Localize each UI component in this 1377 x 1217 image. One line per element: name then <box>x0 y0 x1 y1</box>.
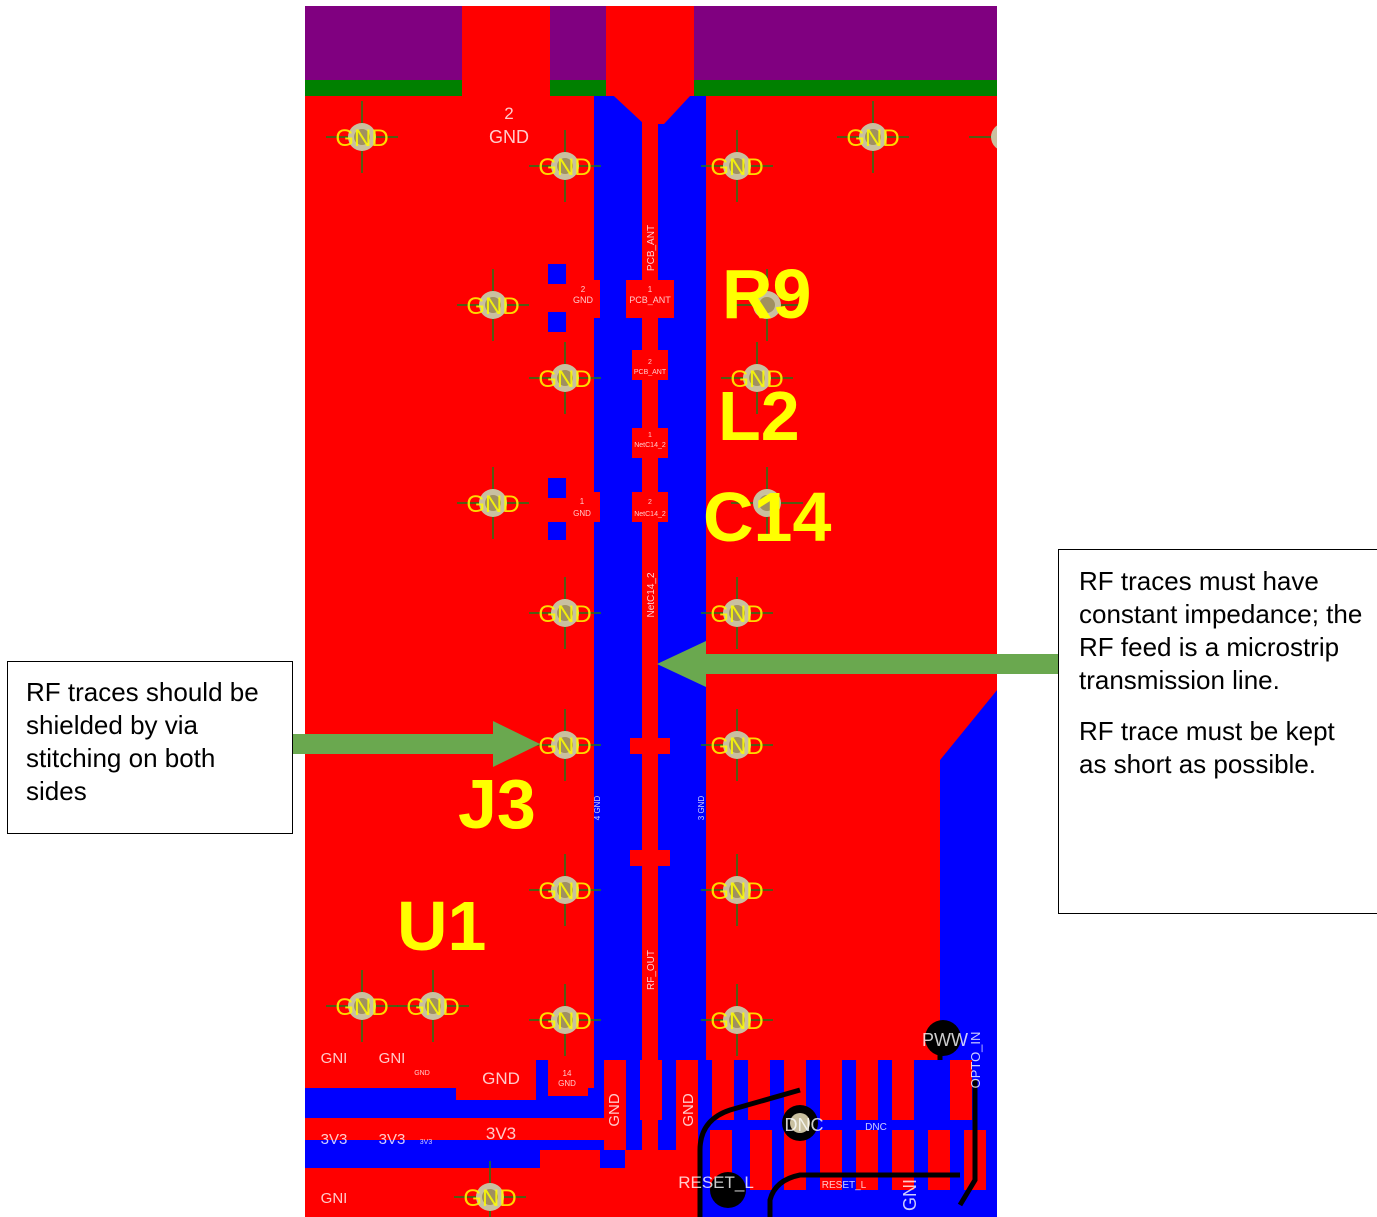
designator-l2: L2 <box>718 377 800 455</box>
via-pwr <box>925 1020 961 1056</box>
pour-label: GND <box>606 1093 623 1127</box>
pad-net: GNI <box>321 1050 348 1067</box>
via-label: GND <box>463 1185 516 1212</box>
arrow-left-shaft <box>293 734 496 754</box>
component-pads <box>562 280 674 866</box>
callout-text: RF traces must have constant impedance; … <box>1079 566 1363 695</box>
pad-number: 1 <box>648 285 653 294</box>
pad-net: PWW <box>922 1030 968 1050</box>
pad-number: 14 <box>563 1069 572 1078</box>
arrow-right-shaft <box>705 654 1058 674</box>
callout-via-stitching: RF traces should be shielded by via stit… <box>7 661 293 834</box>
pad-number: 2 <box>504 104 513 123</box>
pad-net: NetC14_2 <box>634 442 666 449</box>
via-label: GND <box>538 601 591 628</box>
pad-net: NetC14_2 <box>634 511 666 518</box>
via-label: GND <box>538 154 591 181</box>
via-label: GND <box>538 878 591 905</box>
callout-arrows <box>293 641 1058 767</box>
via-label: GND <box>538 733 591 760</box>
antenna-pad-feed <box>606 6 694 96</box>
via-label: GND <box>466 491 519 518</box>
pour-label: 3V3 <box>486 1124 516 1143</box>
pad-net: GND <box>558 1079 576 1088</box>
via-label: GND <box>710 601 763 628</box>
pour-label: GND <box>680 1093 697 1127</box>
pad-net: DNC <box>865 1122 887 1133</box>
signal-tracks <box>697 1035 978 1217</box>
pad-number: 2 <box>648 499 652 506</box>
via-label: GND <box>335 994 388 1021</box>
via-label: GND <box>538 366 591 393</box>
callout-text: RF traces should be shielded by via stit… <box>26 677 259 806</box>
designator-c14: C14 <box>703 478 831 556</box>
antenna-pad-gnd <box>462 6 550 98</box>
pad-net: 4 GND <box>593 796 602 821</box>
via-label: GND <box>538 1008 591 1035</box>
pad-net: PCB_ANT <box>634 369 667 376</box>
pad-net: GND <box>414 1070 430 1077</box>
pad-net: NetC14_2 <box>646 572 657 617</box>
pad-net: OPTO_IN <box>968 1032 983 1089</box>
designator-u1: U1 <box>397 887 486 965</box>
via-label: GND <box>466 293 519 320</box>
pad-net: 3V3 <box>420 1139 433 1146</box>
pour-label: GND <box>482 1069 520 1088</box>
via-label: GND <box>710 878 763 905</box>
pad-net: RESET_L <box>822 1180 867 1191</box>
pad-net: PCB_ANT <box>629 295 671 305</box>
pad-number: 2 <box>581 285 586 294</box>
pad-net: GNI <box>321 1190 348 1207</box>
pad-net: GND <box>573 295 594 305</box>
pad-net: PCB_ANT <box>646 225 657 271</box>
via-label: GND <box>406 994 459 1021</box>
callout-impedance: RF traces must have constant impedance; … <box>1058 549 1377 914</box>
callout-text: RF trace must be kept as short as possib… <box>1079 716 1335 779</box>
pad-net: 3V3 <box>321 1131 348 1148</box>
designator-r9: R9 <box>722 255 811 333</box>
pad-net: RF_OUT <box>646 950 657 990</box>
via-label: GND <box>710 154 763 181</box>
via-label: GND <box>710 1008 763 1035</box>
pad-net: RESET_L <box>678 1173 754 1192</box>
pad-number: 1 <box>580 497 585 506</box>
pad-number: 2 <box>648 359 652 366</box>
pour-label: GNI <box>900 1179 920 1211</box>
pad-net: GND <box>573 509 591 518</box>
via-label: GND <box>846 125 899 152</box>
pad-net: GND <box>489 127 529 147</box>
pad-net: GNI <box>379 1050 406 1067</box>
via-reset <box>710 1172 746 1208</box>
via-dnc-ring <box>790 1113 810 1133</box>
pad-net: DNC <box>785 1115 824 1135</box>
pad-net: 3 GND <box>697 796 706 821</box>
pad-net: 3V3 <box>379 1131 406 1148</box>
rf-trace <box>642 110 658 1217</box>
via-label: GND <box>710 733 763 760</box>
via-label: GND <box>335 125 388 152</box>
arrow-right-head <box>657 641 706 687</box>
arrow-left-head <box>493 721 540 767</box>
via-label: GND <box>730 366 783 393</box>
pad-number: 1 <box>648 432 652 439</box>
designator-j3: J3 <box>458 765 536 843</box>
